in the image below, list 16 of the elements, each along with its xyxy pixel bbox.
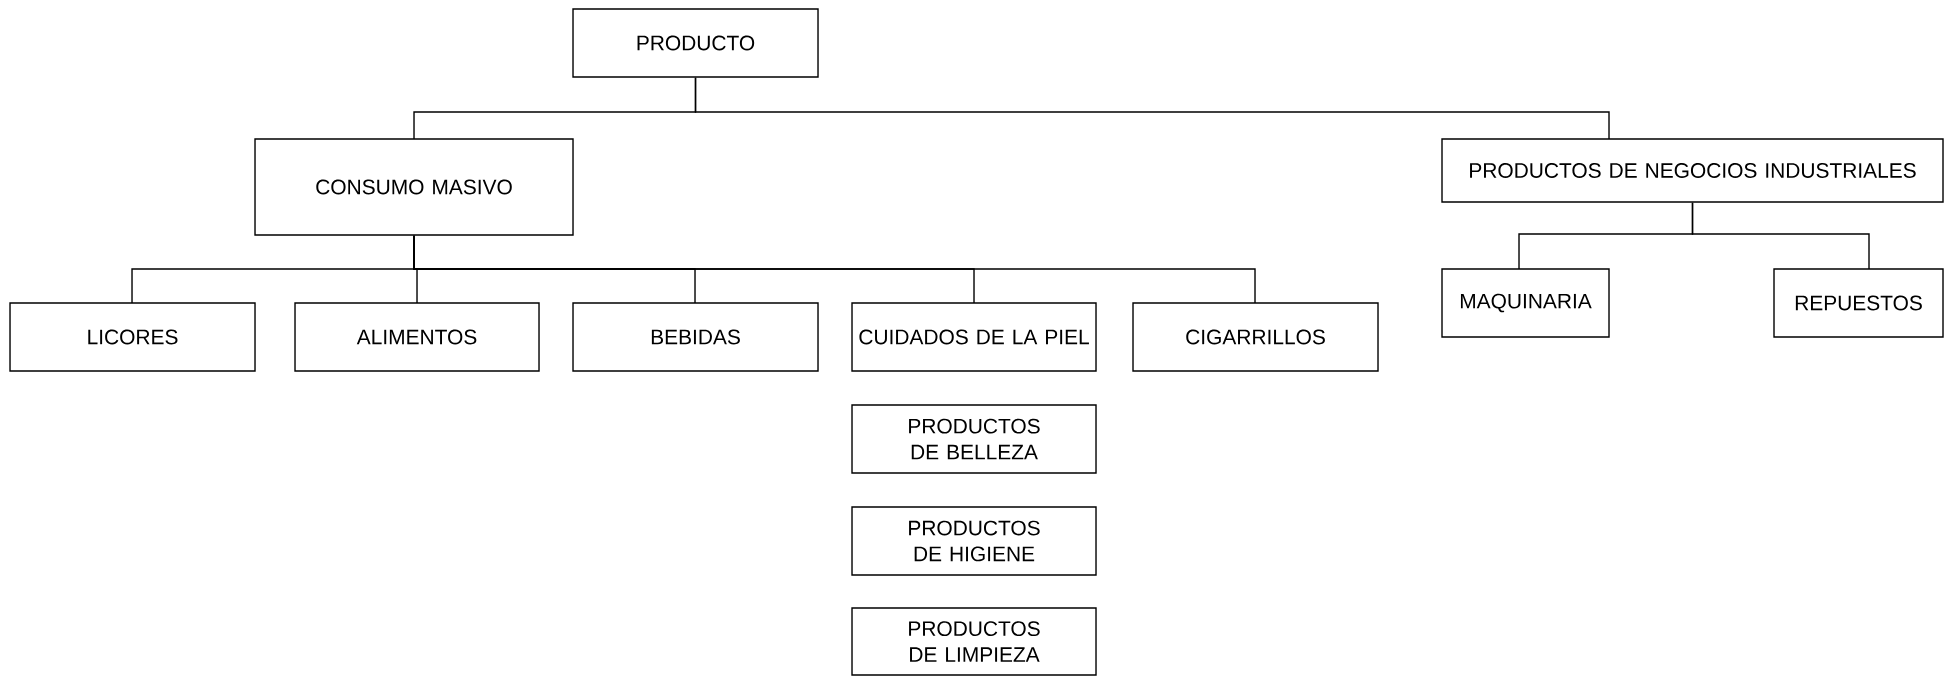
category-box: REPUESTOS — [1773, 268, 1944, 338]
connector-line — [1691, 202, 1870, 270]
connector-line — [413, 235, 1256, 304]
category-box: ALIMENTOS — [294, 302, 540, 372]
category-box: MAQUINARIA — [1441, 268, 1610, 338]
category-box: PRODUCTOS DE HIGIENE — [851, 506, 1097, 576]
category-box: BEBIDAS — [572, 302, 819, 372]
category-box: CUIDADOS DE LA PIEL — [851, 302, 1097, 372]
category-box: CIGARRILLOS — [1132, 302, 1379, 372]
category-box: PRODUCTOS DE BELLEZA — [851, 404, 1097, 474]
category-box: CONSUMO MASIVO — [254, 138, 574, 236]
connector-line — [694, 77, 1610, 140]
category-box: PRODUCTOS DE NEGOCIOS INDUSTRIALES — [1441, 138, 1944, 203]
category-box: PRODUCTO — [572, 8, 819, 78]
category-box: LICORES — [9, 302, 256, 372]
category-box: PRODUCTOS DE LIMPIEZA — [851, 607, 1097, 676]
